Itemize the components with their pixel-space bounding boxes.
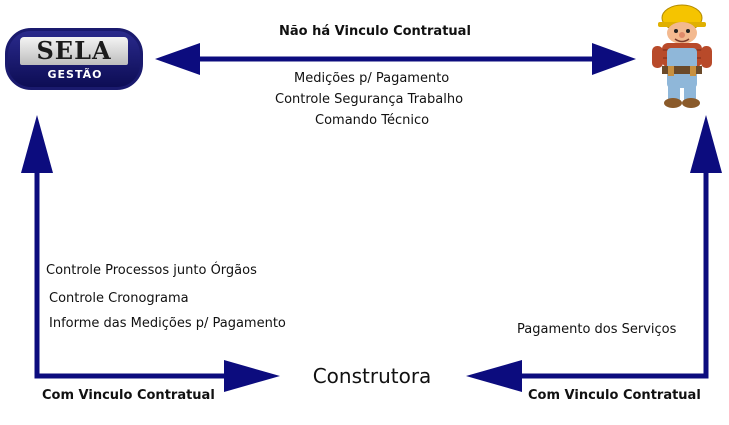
left-link-label: Com Vinculo Contratual bbox=[42, 388, 215, 404]
left-flow-arrow bbox=[21, 115, 280, 392]
right-link-item: Pagamento dos Serviços bbox=[517, 322, 676, 338]
construtora-label: Construtora bbox=[283, 364, 461, 388]
left-link-item-2: Controle Cronograma bbox=[49, 291, 189, 307]
top-link-item-2: Controle Segurança Trabalho bbox=[275, 92, 463, 108]
top-link-item-1: Medições p/ Pagamento bbox=[294, 71, 449, 87]
top-link-item-3: Comando Técnico bbox=[315, 113, 429, 129]
logo-bottom-text: GESTÃO bbox=[36, 68, 114, 82]
logo-top-text: SELA bbox=[20, 37, 128, 65]
right-link-label: Com Vinculo Contratual bbox=[528, 388, 701, 404]
top-link-label: Não há Vinculo Contratual bbox=[279, 24, 471, 40]
sela-gestao-logo: SELA GESTÃO bbox=[5, 28, 143, 90]
left-link-item-1: Controle Processos junto Órgãos bbox=[46, 263, 257, 279]
left-link-item-3: Informe das Medições p/ Pagamento bbox=[49, 316, 286, 332]
builder-character-icon bbox=[648, 2, 716, 110]
right-flow-arrow bbox=[466, 115, 722, 392]
